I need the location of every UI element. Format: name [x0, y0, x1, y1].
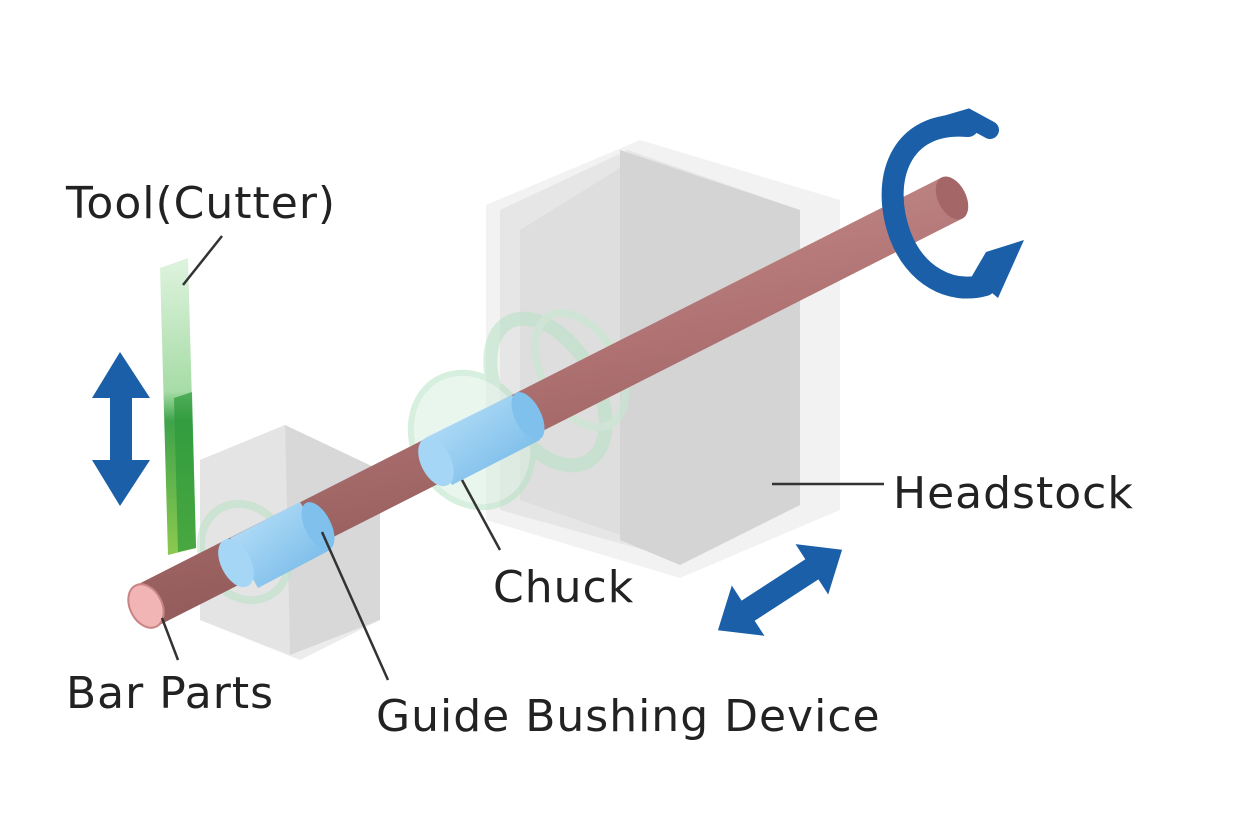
guide-bushing-sleeve	[218, 502, 335, 588]
label-bar-parts: Bar Parts	[66, 668, 275, 719]
label-chuck: Chuck	[493, 562, 635, 613]
leader-bar	[160, 617, 180, 661]
leader-lines	[160, 235, 884, 681]
leader-chuck	[460, 479, 502, 551]
label-tool-cutter: Tool(Cutter)	[66, 178, 337, 229]
double-arrow-vertical-icon	[92, 352, 150, 506]
chuck-sleeve	[418, 392, 545, 487]
label-headstock: Headstock	[893, 468, 1134, 519]
label-guide-bushing-device: Guide Bushing Device	[376, 691, 881, 742]
tool-cutter	[160, 258, 196, 555]
double-arrow-diagonal-icon	[717, 544, 843, 636]
leader-tool	[182, 235, 223, 286]
rotation-arrow-icon	[881, 108, 1024, 299]
leader-guide	[320, 531, 390, 681]
